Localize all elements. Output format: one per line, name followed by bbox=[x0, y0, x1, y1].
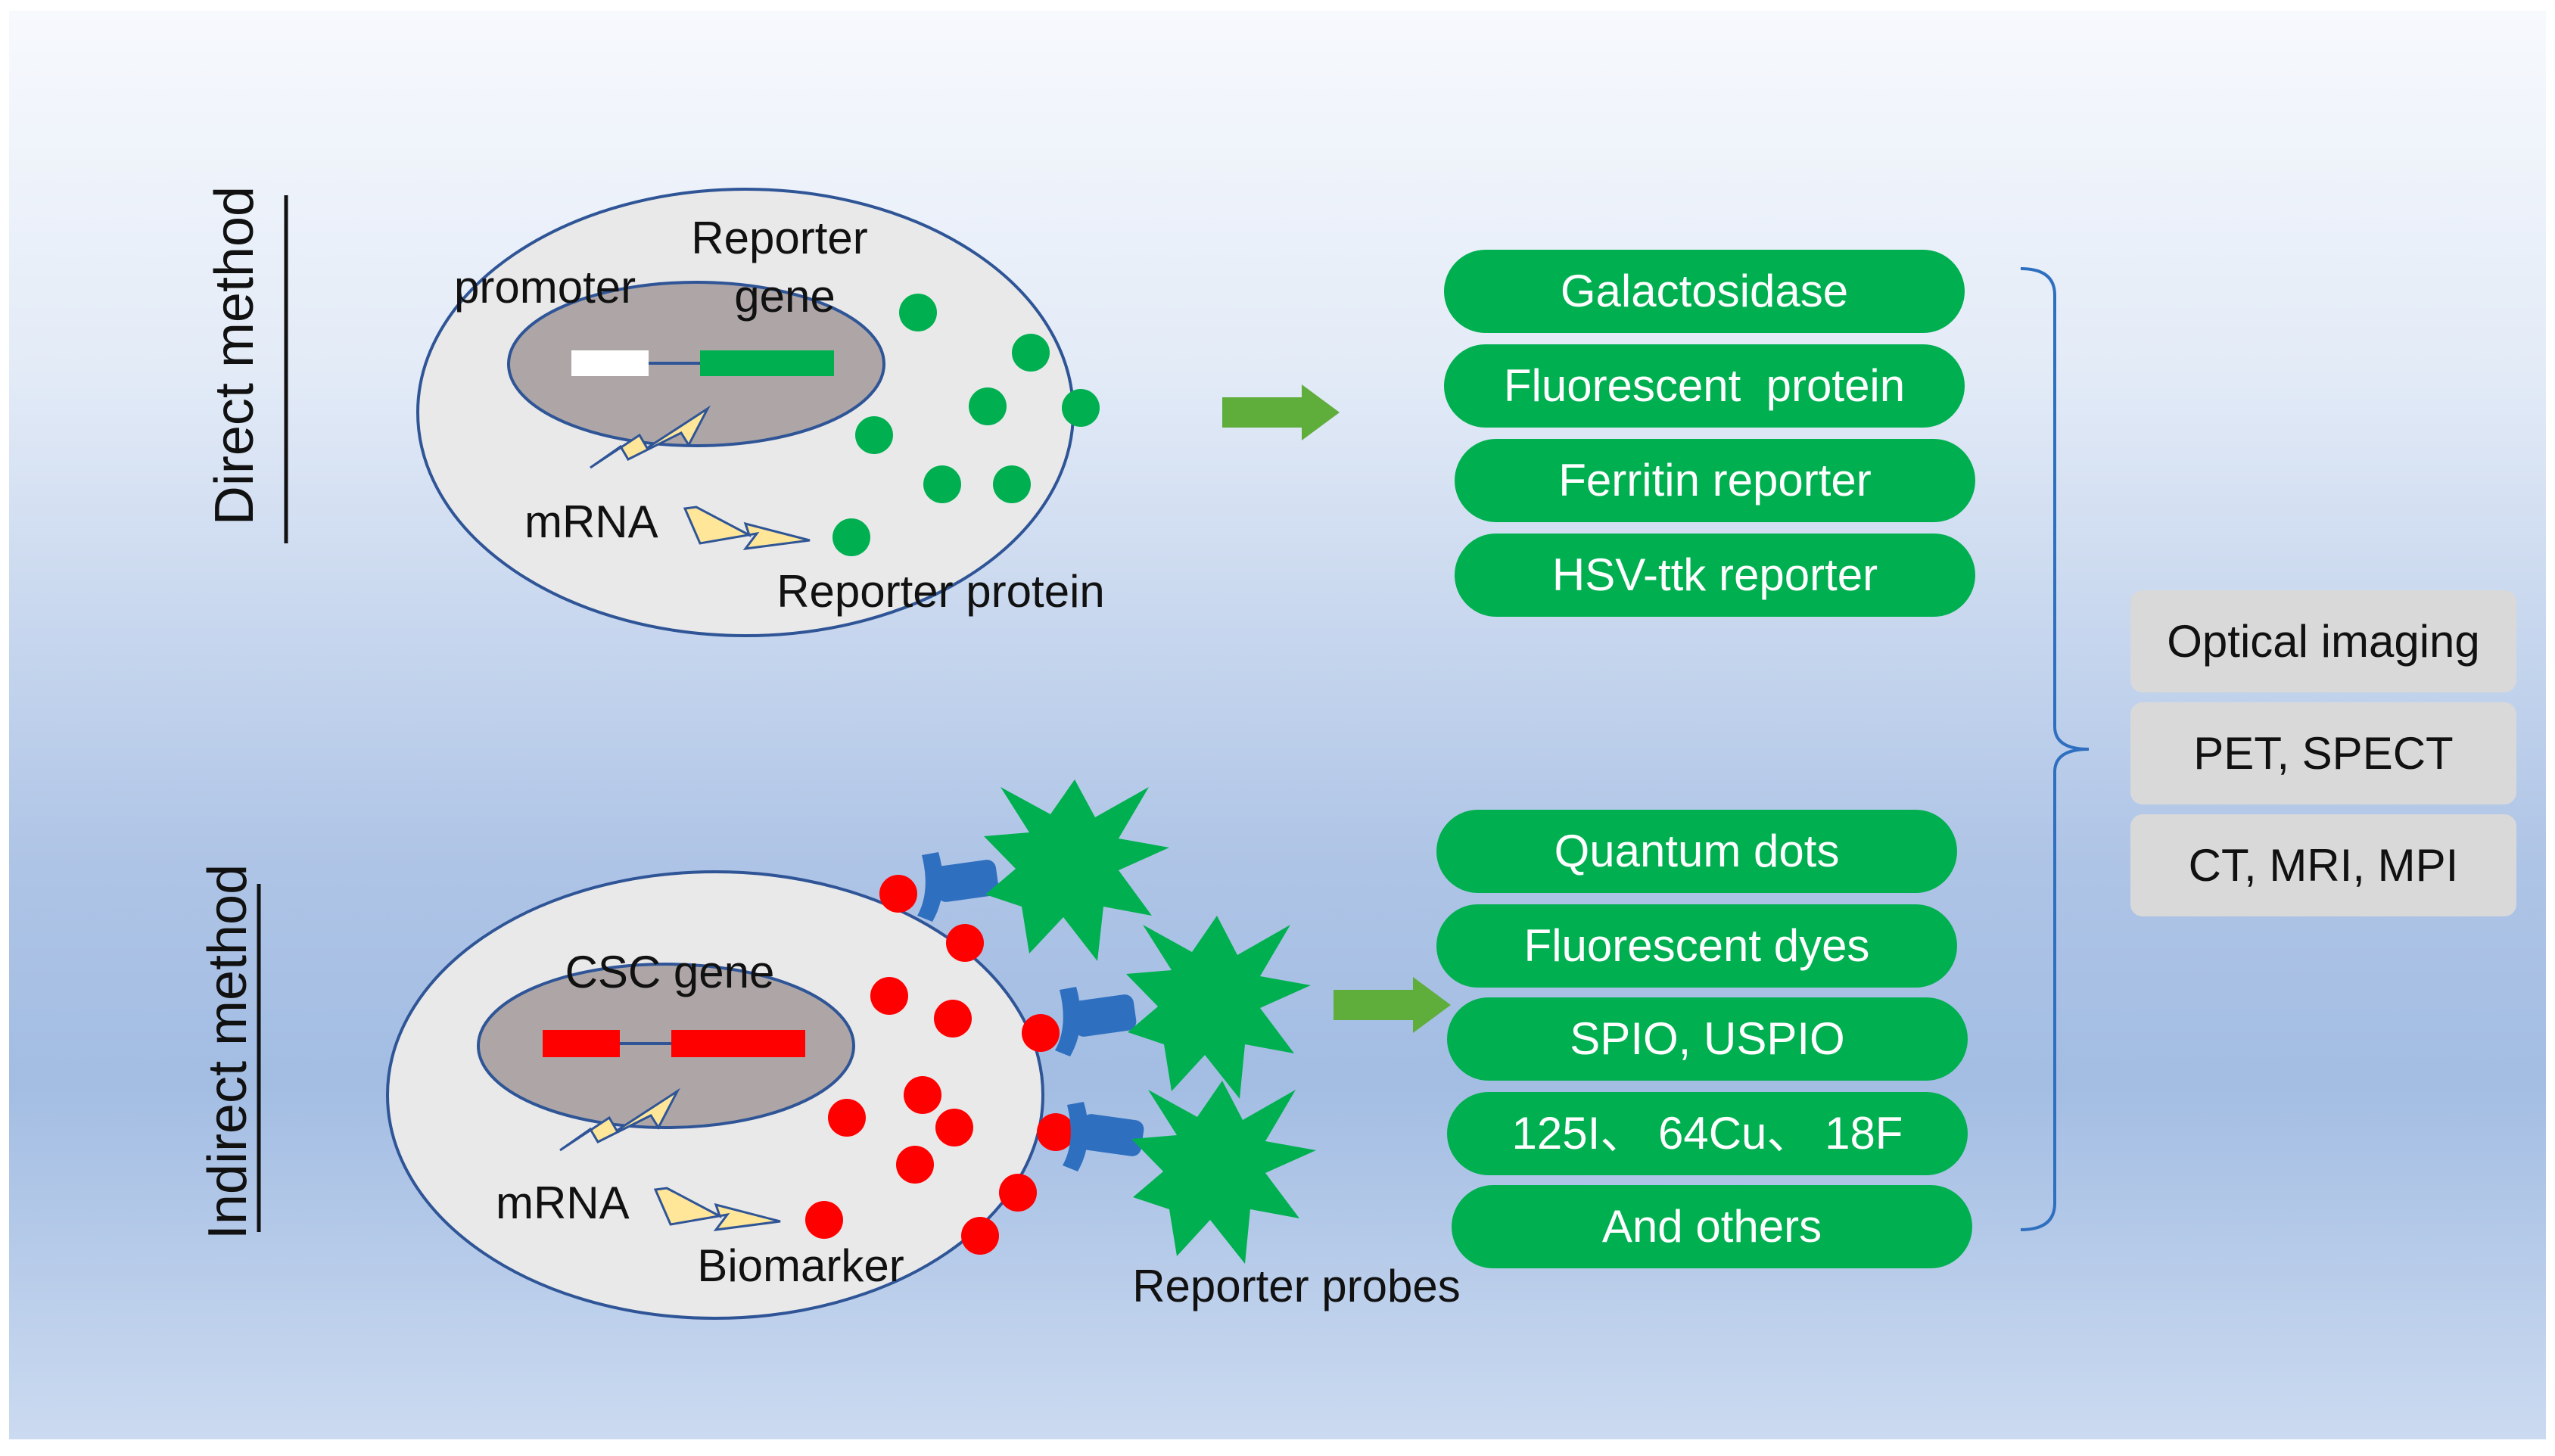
probe-starburst-icon bbox=[984, 779, 1169, 961]
antibody-stem bbox=[934, 860, 999, 902]
modality-box-ct-mri-mpi bbox=[2130, 814, 2516, 916]
biomarker-label: Biomarker bbox=[697, 1240, 904, 1291]
reporter-pill-ferritin bbox=[1455, 439, 1975, 522]
antibody-stem bbox=[1072, 994, 1137, 1037]
probe-starburst-icon bbox=[1126, 916, 1311, 1099]
protein-dot bbox=[899, 294, 937, 331]
biomarker-dot bbox=[935, 1109, 973, 1146]
direct-reporters-list: Galactosidase Fluorescent protein Ferrit… bbox=[1444, 250, 1975, 617]
imaging-modalities: Optical imaging PET, SPECT CT, MRI, MPI bbox=[2130, 590, 2516, 916]
direct-mrna-bolt-1-icon bbox=[590, 405, 711, 469]
biomarker-dot bbox=[999, 1174, 1037, 1212]
probe-pill-label: SPIO, USPIO bbox=[1570, 1013, 1844, 1064]
indirect-mrna-bolt-2-icon bbox=[653, 1187, 781, 1231]
indirect-mrna-bolt-1-icon bbox=[559, 1087, 680, 1152]
indirect-probes-list: Quantum dots Fluorescent dyes SPIO, USPI… bbox=[1436, 810, 1972, 1268]
reporter-probes-label: Reporter probes bbox=[1132, 1261, 1461, 1311]
biomarker-dot bbox=[828, 1099, 866, 1137]
biomarker-dot bbox=[1037, 1113, 1075, 1151]
direct-method-label: Direct method bbox=[204, 186, 265, 525]
promoter-label: promoter bbox=[454, 262, 636, 313]
reporter-pill-galactosidase bbox=[1444, 250, 1965, 333]
biomarker-dot bbox=[934, 1000, 972, 1038]
protein-dot bbox=[969, 387, 1007, 425]
modality-label: CT, MRI, MPI bbox=[2189, 840, 2459, 891]
csc-gene-segment-1 bbox=[543, 1030, 620, 1057]
modality-box-optical bbox=[2130, 590, 2516, 692]
promoter-segment bbox=[571, 350, 649, 376]
biomarker-dots bbox=[805, 875, 1075, 1255]
reporter-gene-segment bbox=[700, 350, 834, 376]
biomarker-dot bbox=[904, 1076, 941, 1114]
reporter-pill-label: Ferritin reporter bbox=[1558, 455, 1871, 506]
reporter-gene-label-1: Reporter bbox=[691, 213, 867, 263]
indirect-mrna-label: mRNA bbox=[496, 1178, 630, 1228]
indirect-nucleus bbox=[477, 963, 855, 1129]
direct-mrna-bolt-2-icon bbox=[683, 506, 811, 550]
biomarker-dot bbox=[1022, 1014, 1060, 1052]
antibody-stem bbox=[1079, 1114, 1144, 1156]
indirect-arrow-icon bbox=[1334, 977, 1451, 1033]
grouping-bracket bbox=[2020, 267, 2090, 1231]
probe-pill-radionuclides bbox=[1447, 1092, 1968, 1175]
probe-starburst-icon bbox=[1131, 1081, 1316, 1264]
reporter-gene-label-2: gene bbox=[734, 271, 835, 322]
probe-pill-fluorescent-dyes bbox=[1436, 904, 1957, 988]
reporter-probe-2 bbox=[1055, 916, 1311, 1099]
probe-pill-label: Fluorescent dyes bbox=[1524, 920, 1870, 971]
reporter-protein-label: Reporter protein bbox=[776, 566, 1105, 617]
probe-pill-label: Quantum dots bbox=[1554, 826, 1840, 876]
biomarker-dot bbox=[805, 1201, 843, 1239]
indirect-method-label: Indirect method bbox=[198, 864, 258, 1240]
csc-gene-segment-2 bbox=[671, 1030, 805, 1057]
csc-gene-label: CSC gene bbox=[565, 947, 775, 997]
biomarker-dot bbox=[870, 977, 908, 1015]
indirect-method-section: Indirect method CSC gene mRNA Biomarker bbox=[198, 779, 1461, 1320]
reporter-protein-dots bbox=[832, 294, 1100, 556]
reporter-pill-label: Galactosidase bbox=[1561, 266, 1848, 316]
direct-mrna-label: mRNA bbox=[524, 496, 658, 547]
reporter-pill-label: HSV-ttk reporter bbox=[1552, 549, 1878, 600]
direct-method-section: Direct method promoter Reporter gene mRN… bbox=[204, 186, 1340, 637]
protein-dot bbox=[923, 465, 961, 503]
biomarker-dot bbox=[896, 1146, 934, 1184]
modality-label: Optical imaging bbox=[2167, 616, 2480, 667]
protein-dot bbox=[855, 416, 893, 454]
protein-dot bbox=[832, 518, 870, 556]
biomarker-dot bbox=[946, 924, 984, 962]
reporter-probe-3 bbox=[1063, 1081, 1316, 1264]
reporter-pill-label: Fluorescent protein bbox=[1504, 360, 1905, 411]
modality-label: PET, SPECT bbox=[2193, 728, 2453, 779]
antibody-icon bbox=[1063, 1102, 1088, 1171]
protein-dot bbox=[1062, 389, 1100, 427]
modality-box-pet-spect bbox=[2130, 702, 2516, 804]
probe-pill-label: 125I、 64Cu、 18F bbox=[1512, 1108, 1903, 1159]
reporter-probe-1 bbox=[917, 779, 1169, 961]
biomarker-dot bbox=[961, 1217, 999, 1255]
protein-dot bbox=[993, 465, 1031, 503]
reporter-pill-hsv-ttk bbox=[1455, 534, 1975, 617]
protein-dot bbox=[1012, 334, 1050, 372]
probe-pill-label: And others bbox=[1602, 1201, 1822, 1252]
biomarker-dot bbox=[879, 875, 917, 913]
probe-pill-others bbox=[1452, 1185, 1972, 1268]
probe-pill-spio bbox=[1447, 997, 1968, 1081]
reporter-pill-fluorescent-protein bbox=[1444, 344, 1965, 428]
direct-arrow-icon bbox=[1222, 384, 1340, 440]
probe-pill-quantum-dots bbox=[1436, 810, 1957, 893]
